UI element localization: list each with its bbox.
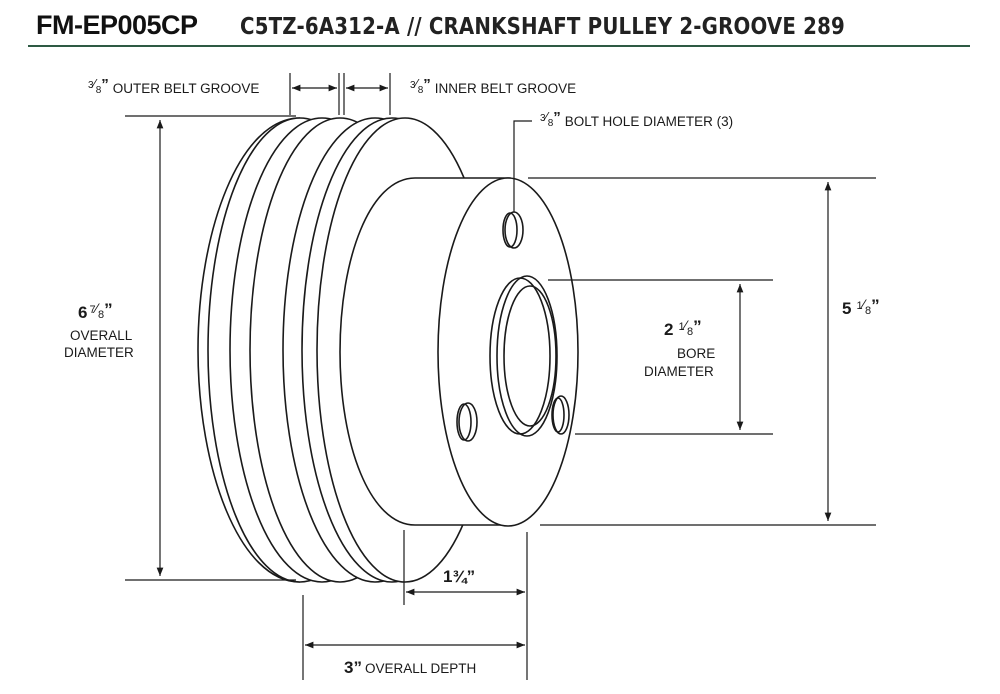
part-description: C5TZ-6A312-A // CRANKSHAFT PULLEY 2-GROO… [240,14,845,40]
overall-diameter-line1: OVERALL [70,328,133,343]
bore [489,277,551,435]
overall-diameter-line2: DIAMETER [64,345,134,360]
bore-diameter-line2: DIAMETER [644,364,714,379]
header: FM-EP005CP C5TZ-6A312-A // CRANKSHAFT PU… [0,0,1000,48]
bolt-hole-left [458,402,478,442]
bolt-hole-right [552,395,570,435]
bolt-hole-leader [513,120,532,212]
part-number: FM-EP005CP [36,10,198,40]
header-rule [28,45,970,47]
inner-groove-label: 3⁄8”INNER BELT GROOVE [410,76,576,96]
outer-groove-label: 3⁄8”OUTER BELT GROOVE [88,76,259,96]
hub-depth-value: 1¾” [443,567,475,586]
pulley-body [197,117,579,583]
outer-rim-back [197,117,301,583]
bore-diameter-line1: BORE [677,346,715,361]
bolt-hole-label: 3⁄8”BOLT HOLE DIAMETER (3) [540,109,733,129]
overall-depth-label: 3”OVERALL DEPTH [344,658,476,677]
dimension-lines [125,73,876,680]
